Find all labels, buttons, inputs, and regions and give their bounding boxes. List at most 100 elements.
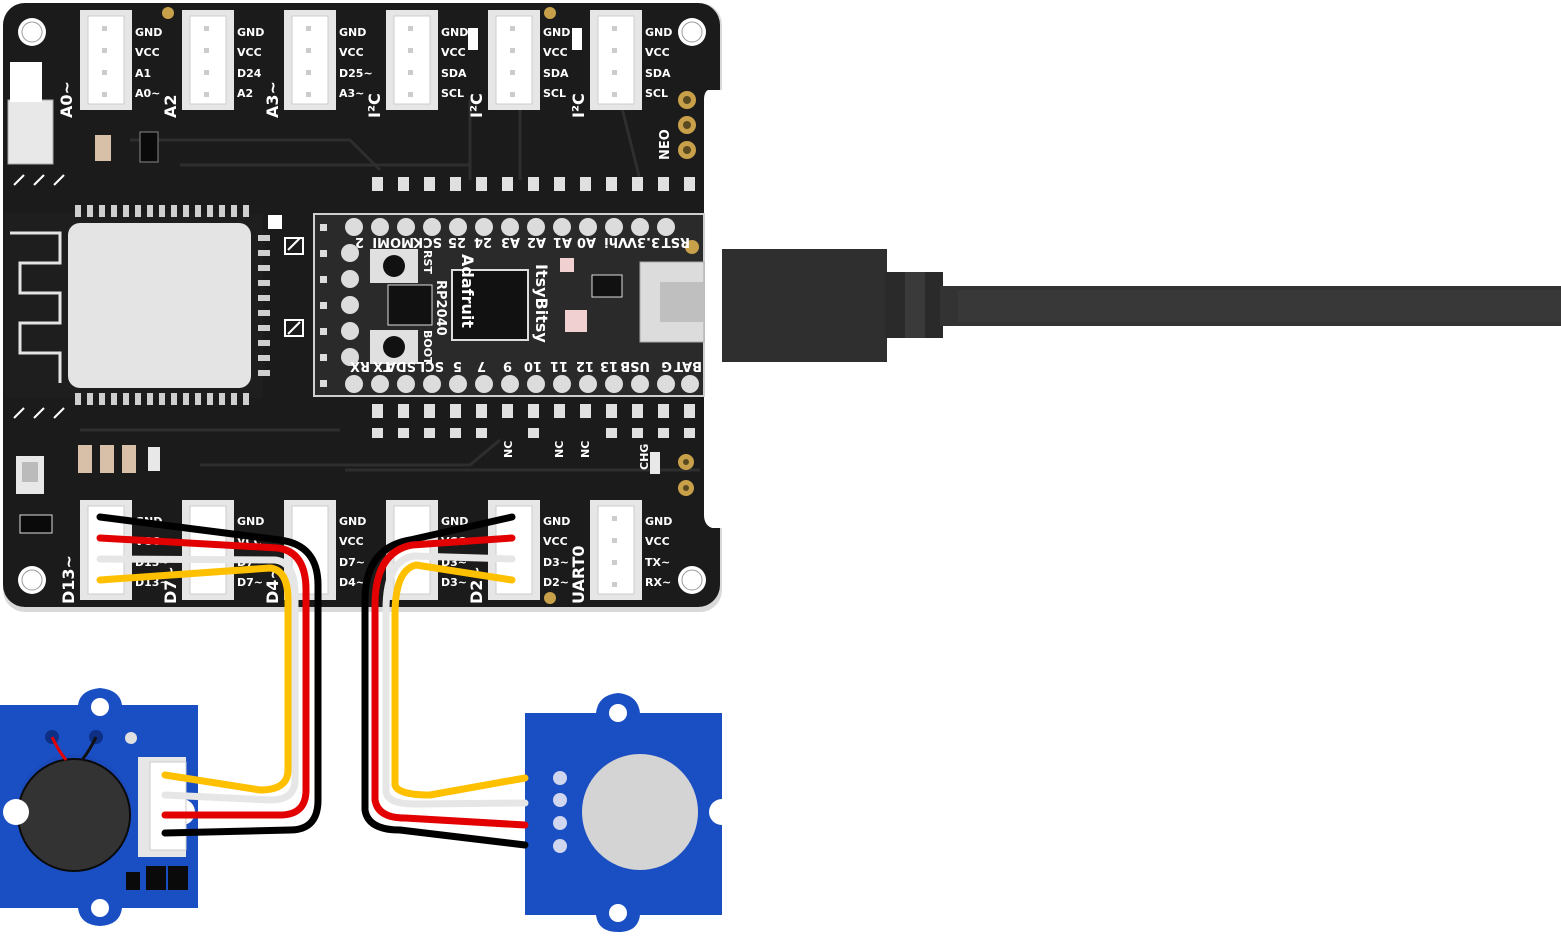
mcu-pin-mi: MI xyxy=(372,234,390,249)
bot3-pin-3: D7~ xyxy=(339,556,365,569)
mcu-pin-24: 24 xyxy=(474,234,492,249)
top1-pin-4: A0~ xyxy=(135,87,160,100)
top6-pin-2: VCC xyxy=(645,46,670,59)
mcu-pin-mo: MO xyxy=(390,234,414,249)
mcu-pin-vhi: Vhi xyxy=(604,234,628,249)
mcu-pin-sck: SCK xyxy=(412,234,442,249)
top4-label: I²C xyxy=(365,93,384,118)
wires-left xyxy=(96,513,322,837)
top1-pin-1: GND xyxy=(135,26,162,39)
top5-pin-3: SDA xyxy=(543,67,569,80)
mcu-pin-13: 13 xyxy=(600,358,618,373)
top-connector-6: GND VCC SDA SCL I²C xyxy=(569,10,672,118)
top-connector-5: GND VCC SDA SCL I²C xyxy=(467,10,570,118)
top5-pin-2: VCC xyxy=(543,46,568,59)
bot6-pin-3: TX~ xyxy=(645,556,670,569)
top1-label: A0~ xyxy=(57,81,76,118)
vibration-motor-module xyxy=(0,688,198,926)
bot3-label: D4~ xyxy=(263,566,282,604)
bot3-pin-1: GND xyxy=(339,515,366,528)
top2-label: A2 xyxy=(161,94,180,118)
top6-label: I²C xyxy=(569,93,588,118)
bot2-pin-4: D7~ xyxy=(237,576,263,589)
top2-pin-2: VCC xyxy=(237,46,262,59)
top4-pin-4: SCL xyxy=(441,87,464,100)
top4-pin-1: GND xyxy=(441,26,468,39)
top2-pin-1: GND xyxy=(237,26,264,39)
bot6-label: UART0 xyxy=(569,545,588,604)
top5-pin-4: SCL xyxy=(543,87,566,100)
top-connector-3: GND VCC D25~ A3~ A3~ xyxy=(263,10,373,118)
mcu-pin-7: 7 xyxy=(477,358,486,373)
chip-label: RP2040 xyxy=(433,280,448,336)
mcu-pin-a2: A2 xyxy=(527,234,546,249)
mcu-pin-5: 5 xyxy=(453,358,462,373)
neo-label: NEO xyxy=(658,129,673,160)
wires-right xyxy=(361,513,529,849)
mcu-name: ItsyBitsy xyxy=(532,264,551,343)
itsybitsy-rp2040: Adafruit ItsyBitsy RP2040 RST BOOT RST 3… xyxy=(313,213,705,397)
top-connector-2: GND VCC D24 A2 A2 xyxy=(161,10,264,118)
top2-pin-4: A2 xyxy=(237,87,253,100)
bot5-pin-3: D3~ xyxy=(543,556,569,569)
top3-pin-4: A3~ xyxy=(339,87,364,100)
top3-pin-2: VCC xyxy=(339,46,364,59)
mcu-pin-2: 2 xyxy=(355,234,364,249)
top6-pin-4: SCL xyxy=(645,87,668,100)
grove-shield-board: NEO CHG I²C xyxy=(3,3,722,612)
top6-pin-3: SDA xyxy=(645,67,671,80)
top-connector-4: GND VCC SDA SCL I²C xyxy=(365,10,468,118)
top5-pin-1: GND xyxy=(543,26,570,39)
mcu-pin-a0: A0 xyxy=(577,234,596,249)
bot5-pin-4: D2~ xyxy=(543,576,569,589)
top3-label: A3~ xyxy=(263,81,282,118)
usb-cable xyxy=(707,249,1561,362)
top4-pin-3: SDA xyxy=(441,67,467,80)
bot5-pin-2: VCC xyxy=(543,535,568,548)
mcu-pin-usb: USB xyxy=(620,358,650,373)
mcu-pin-tx: TX xyxy=(373,358,392,373)
mcu-pin-rst: RST xyxy=(662,234,690,249)
touch-sensor-module xyxy=(525,693,735,932)
bot3-pin-2: VCC xyxy=(339,535,364,548)
nc-label-1: NC xyxy=(502,441,515,458)
bot6-pin-1: GND xyxy=(645,515,672,528)
bot1-label: D13~ xyxy=(59,555,78,604)
mcu-pin-9: 9 xyxy=(503,358,512,373)
rst-button-label: RST xyxy=(421,250,434,274)
top2-pin-3: D24 xyxy=(237,67,262,80)
bottom-connector-6: GND VCC TX~ RX~ UART0 xyxy=(569,500,672,604)
mcu-pin-a1: A1 xyxy=(553,234,572,249)
neopixel-pads: NEO xyxy=(658,91,696,160)
chg-label: CHG xyxy=(638,444,651,470)
mcu-pin-11: 11 xyxy=(550,358,568,373)
bot4-pin-4: D3~ xyxy=(441,576,467,589)
bot2-pin-1: GND xyxy=(237,515,264,528)
mcu-brand: Adafruit xyxy=(458,254,477,328)
top-connector-1: GND VCC A1 A0~ A0~ xyxy=(57,10,162,118)
top1-pin-3: A1 xyxy=(135,67,151,80)
mcu-pin-25: 25 xyxy=(448,234,466,249)
bot6-pin-4: RX~ xyxy=(645,576,671,589)
mcu-pin-bat: BAT xyxy=(674,358,702,373)
top4-pin-2: VCC xyxy=(441,46,466,59)
top5-label: I²C xyxy=(467,93,486,118)
bot4-pin-1: GND xyxy=(441,515,468,528)
wifi-module xyxy=(5,205,270,405)
mcu-pin-sda: SDA xyxy=(386,358,416,373)
bot3-pin-4: D4~ xyxy=(339,576,365,589)
top6-pin-1: GND xyxy=(645,26,672,39)
mcu-pin-rx: RX xyxy=(350,358,370,373)
nc-label-3: NC xyxy=(579,441,592,458)
bot5-pin-1: GND xyxy=(543,515,570,528)
mcu-pin-g: G xyxy=(661,358,672,373)
i2c-side-label: I²C xyxy=(11,65,30,90)
top1-pin-2: VCC xyxy=(135,46,160,59)
mcu-pin-12: 12 xyxy=(576,358,594,373)
boot-button-label: BOOT xyxy=(421,330,434,365)
mcu-pin-3v3: 3.3V xyxy=(627,234,660,249)
nc-label-2: NC xyxy=(553,441,566,458)
top3-pin-3: D25~ xyxy=(339,67,373,80)
mcu-pin-10: 10 xyxy=(524,358,542,373)
